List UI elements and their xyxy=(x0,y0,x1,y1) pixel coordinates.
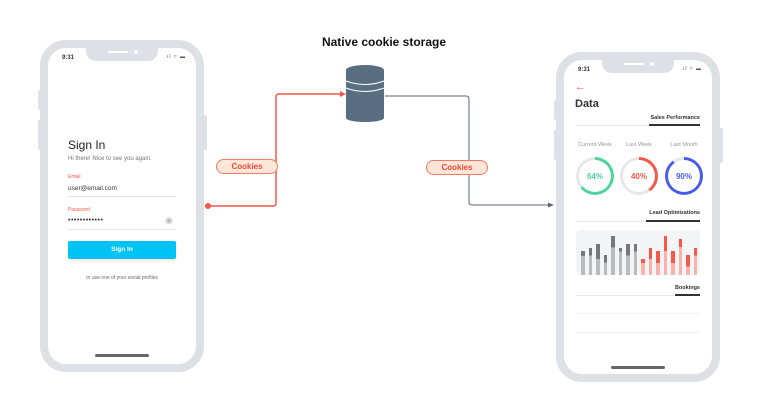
cookies-label: Cookies xyxy=(216,159,278,174)
eye-icon[interactable]: ◉ xyxy=(165,215,173,225)
email-label: Email xyxy=(68,174,81,180)
home-indicator xyxy=(611,366,665,369)
signin-phone: 9:31 .ıl ≈ ▬ Sign In Hi there! Nice to s… xyxy=(40,40,204,372)
bar xyxy=(581,251,585,275)
signin-subtitle: Hi there! Nice to see you again. xyxy=(68,156,152,162)
bar xyxy=(648,247,652,275)
phone-notch xyxy=(602,59,674,73)
home-indicator xyxy=(95,354,149,357)
tab-underline xyxy=(675,294,700,296)
bar xyxy=(596,243,600,275)
signin-button[interactable]: Sign In xyxy=(68,241,176,259)
phone-button xyxy=(719,128,723,163)
ring-value: 64% xyxy=(579,160,611,192)
password-field[interactable]: •••••••••••• xyxy=(68,217,104,224)
bar xyxy=(671,251,675,275)
bar-chart xyxy=(576,230,700,275)
data-phone: 9:31 .ıl ≈ ▬ ← Data Sales Performance Cu… xyxy=(556,52,720,382)
progress-ring: 90% xyxy=(665,157,703,195)
bar xyxy=(663,235,667,275)
divider xyxy=(576,295,700,296)
phone-notch xyxy=(86,47,158,61)
tab-underline xyxy=(646,220,700,222)
ring-label: Last Week xyxy=(626,142,652,148)
divider xyxy=(68,229,176,230)
page-title: Data xyxy=(575,98,599,110)
divider xyxy=(576,221,700,222)
ring-value: 40% xyxy=(623,160,655,192)
bar xyxy=(693,247,697,275)
arrow-left-icon[interactable]: ← xyxy=(575,81,586,93)
phone-button xyxy=(203,115,207,150)
diagram-title: Native cookie storage xyxy=(321,35,447,49)
bar xyxy=(641,258,645,275)
tab-underline xyxy=(649,124,700,126)
status-time: 9:31 xyxy=(62,55,75,61)
signal-wifi-battery-icon: .ıl ≈ ▬ xyxy=(164,54,186,60)
signal-wifi-battery-icon: .ıl ≈ ▬ xyxy=(680,66,702,72)
divider xyxy=(68,196,176,197)
bar xyxy=(588,247,592,275)
progress-ring: 64% xyxy=(576,157,614,195)
bar xyxy=(656,251,660,275)
ring-value: 90% xyxy=(668,160,700,192)
arrow-head xyxy=(340,91,346,97)
progress-ring: 40% xyxy=(620,157,658,195)
divider xyxy=(576,125,700,126)
ring-label: Current Week xyxy=(578,142,612,148)
status-time: 9:31 xyxy=(578,67,591,73)
bar xyxy=(633,243,637,275)
social-profiles-text[interactable]: or use one of your social profiles xyxy=(86,275,158,281)
tab-sales-performance[interactable]: Sales Performance xyxy=(650,115,700,121)
divider xyxy=(576,332,700,333)
divider xyxy=(576,313,700,314)
tab-lead-optimizations[interactable]: Lead Optimizations xyxy=(649,210,700,216)
bar xyxy=(678,239,682,275)
database-icon xyxy=(345,65,385,122)
connector-to-app xyxy=(385,95,549,206)
email-field[interactable]: user@email.com xyxy=(68,185,117,192)
bar xyxy=(618,247,622,275)
bar xyxy=(611,235,615,275)
bar xyxy=(603,255,607,275)
tab-bookings[interactable]: Bookings xyxy=(674,285,700,291)
password-label: Password xyxy=(68,207,90,213)
signin-title: Sign In xyxy=(68,138,106,152)
connector-to-storage xyxy=(208,93,342,207)
bar xyxy=(686,255,690,275)
ring-label: Last Month xyxy=(670,142,698,148)
bar xyxy=(626,243,630,275)
arrow-head xyxy=(548,202,554,208)
cookies-label: Cookies xyxy=(426,160,488,175)
